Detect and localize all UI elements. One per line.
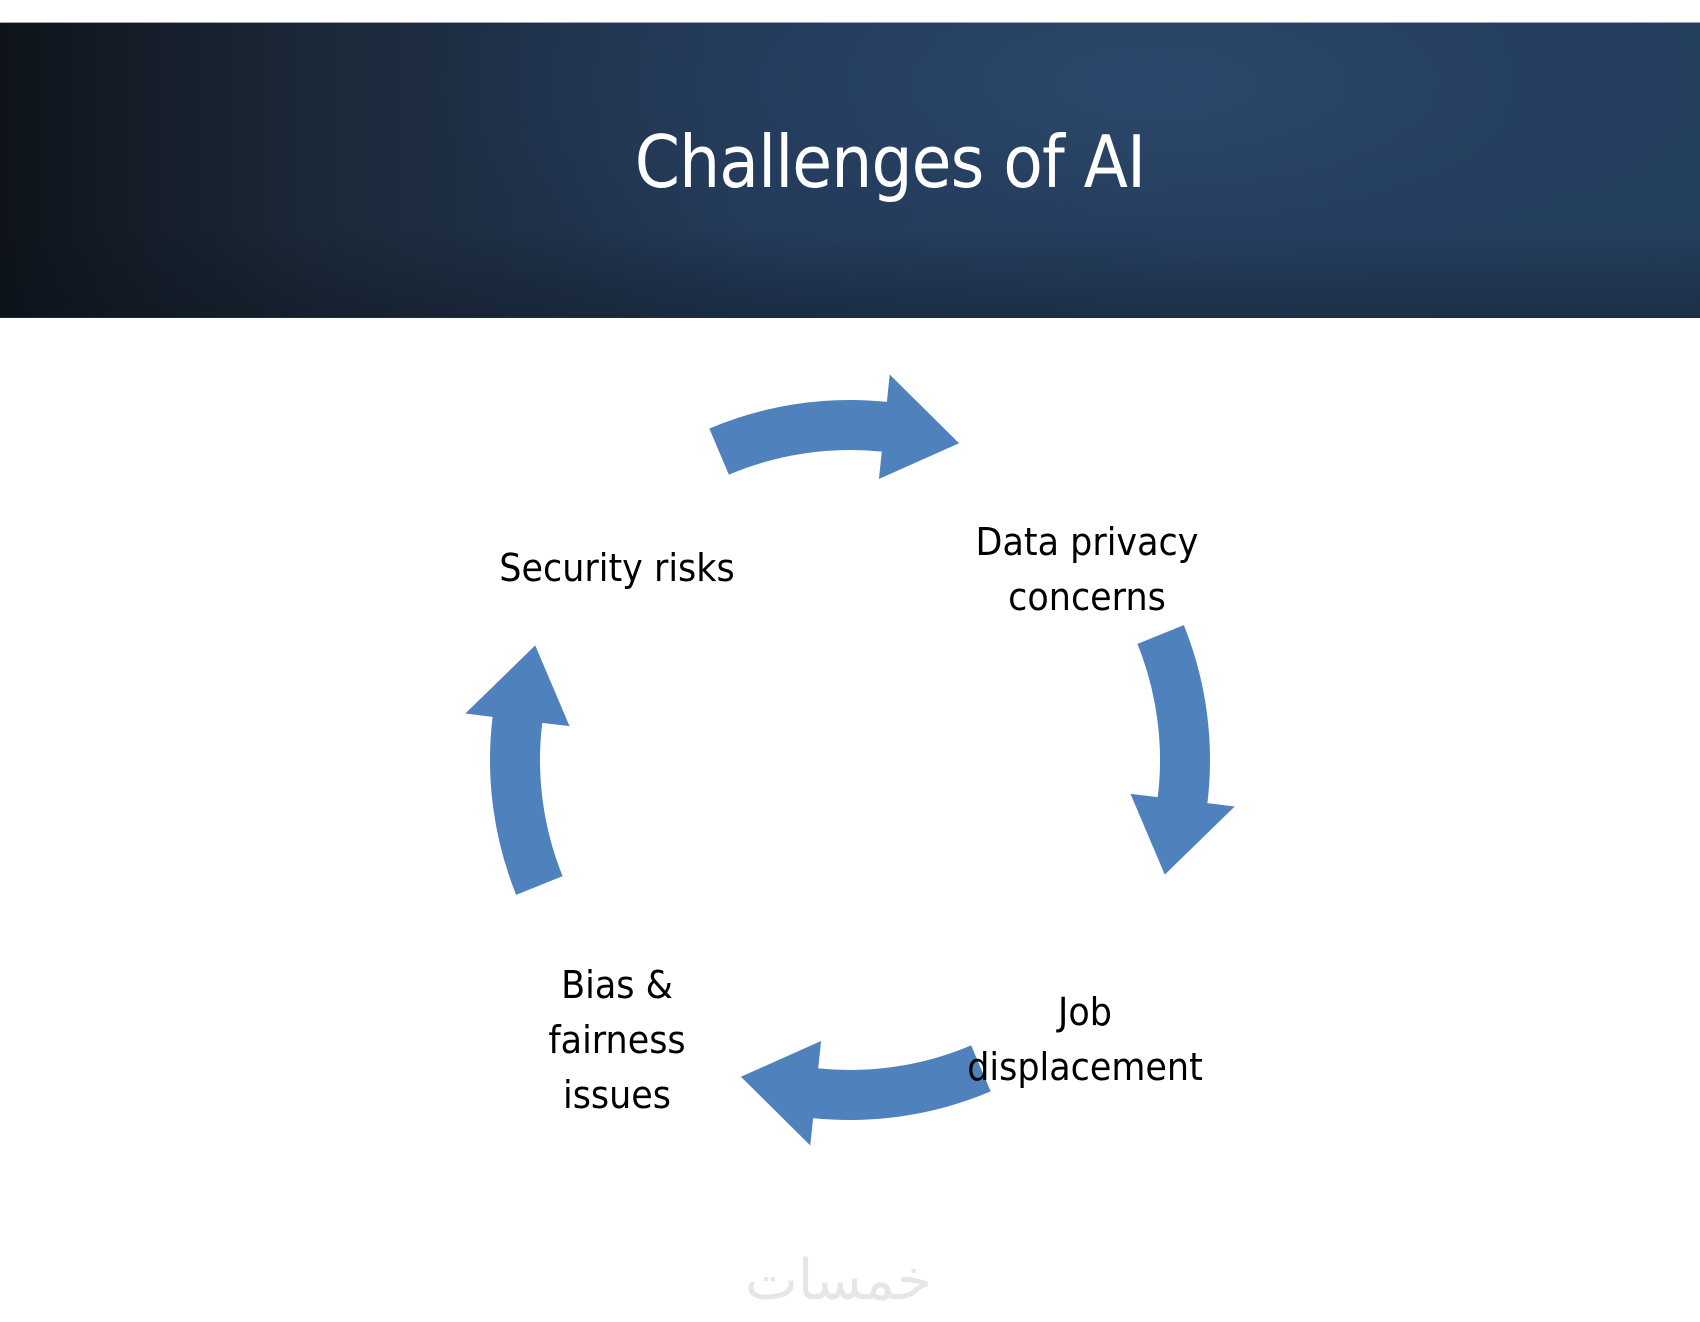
arrow-job-to-bias-icon xyxy=(740,1041,991,1146)
slide-title-text: Challenges of AI xyxy=(634,120,1146,204)
node-line: fairness xyxy=(548,1018,686,1062)
node-line: Data privacy xyxy=(975,520,1199,564)
node-line: Security risks xyxy=(499,546,735,590)
node-job-displacement: Job displacement xyxy=(967,985,1203,1095)
title-banner xyxy=(0,22,1700,318)
arrow-security-to-privacy-icon xyxy=(709,374,960,479)
node-line: Bias & xyxy=(561,963,673,1007)
slide-title: Challenges of AI xyxy=(89,120,1619,204)
khamsat-logo-icon: خمسات xyxy=(745,1248,932,1313)
node-security-risks: Security risks xyxy=(499,541,734,596)
arrow-privacy-to-job-icon xyxy=(1130,625,1235,875)
watermark-logo: خمسات xyxy=(745,1248,932,1313)
node-data-privacy: Data privacy concerns xyxy=(976,515,1199,625)
node-line: issues xyxy=(562,1073,672,1117)
arrow-bias-to-security-icon xyxy=(465,645,570,895)
node-line: Job xyxy=(1058,990,1112,1034)
node-bias-fairness: Bias & fairness issues xyxy=(548,958,685,1123)
node-line: displacement xyxy=(967,1045,1203,1089)
node-line: concerns xyxy=(1008,575,1166,619)
